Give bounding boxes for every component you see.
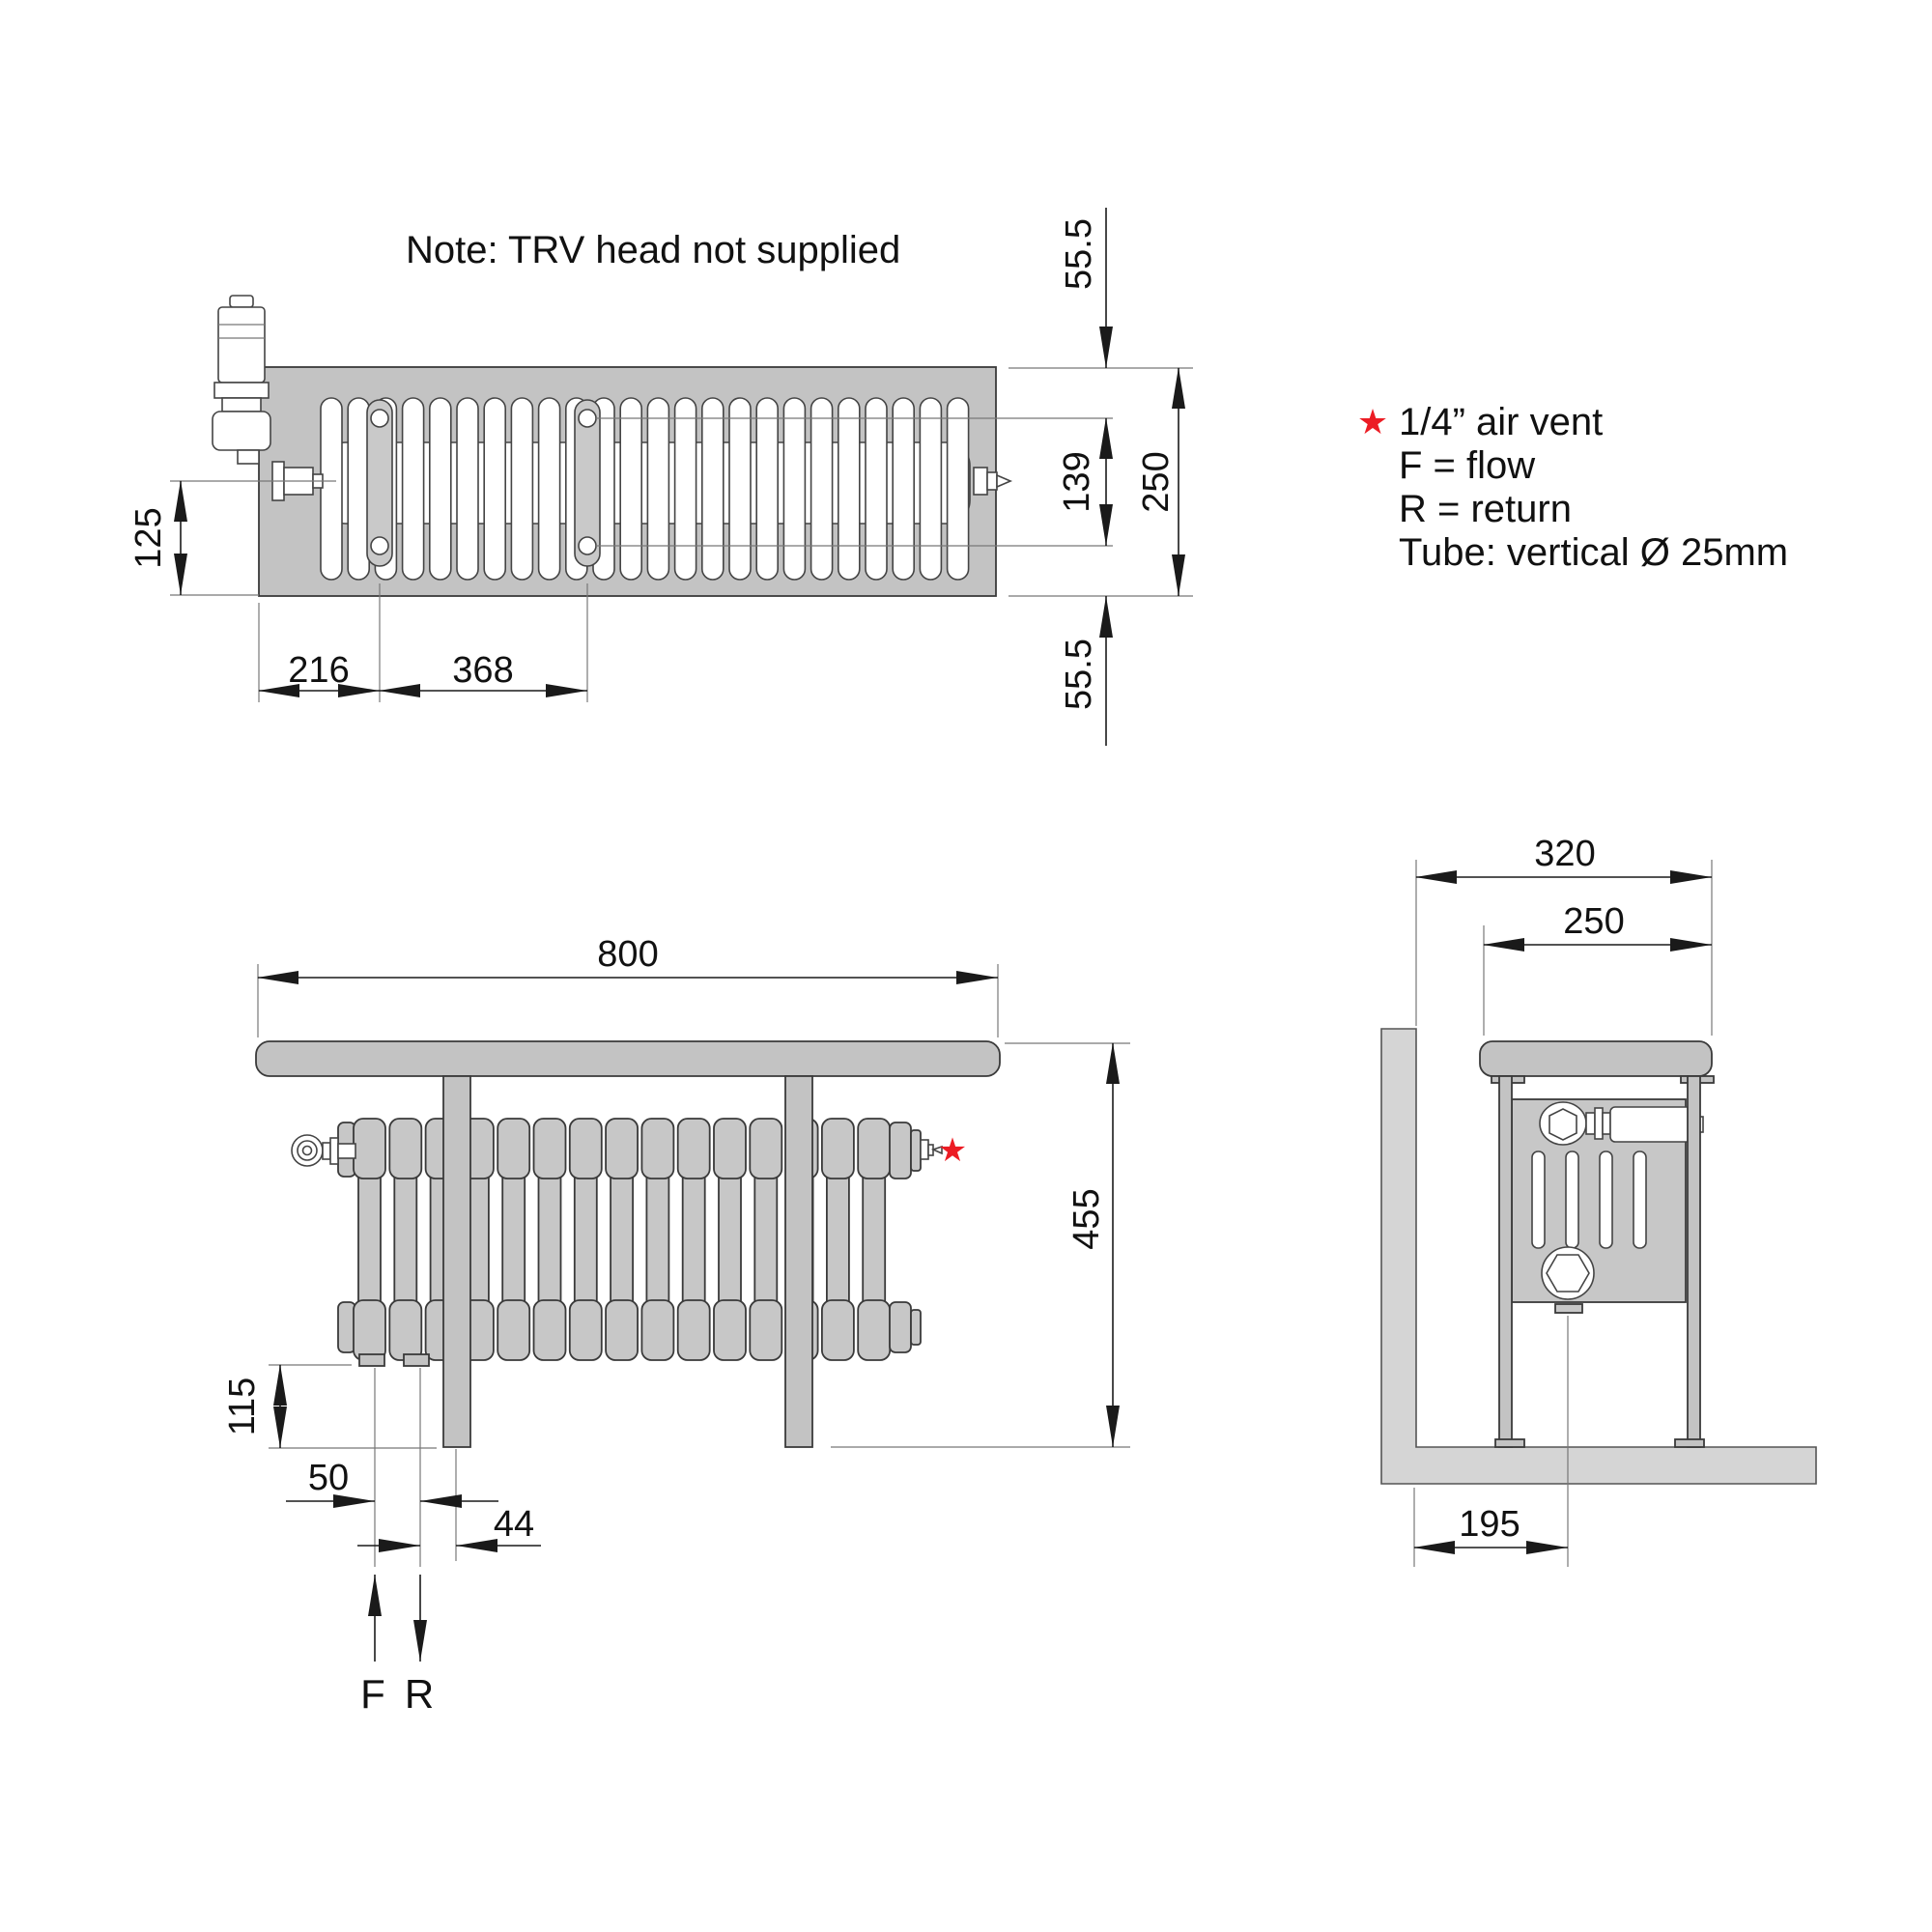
- plan-air-vent: [973, 467, 1013, 496]
- dim-plan-edge-to-hole-bottom: 55.5: [1059, 639, 1099, 710]
- front-flow-tapping: [358, 1353, 385, 1367]
- legend-air-vent: 1/4” air vent: [1399, 401, 1603, 443]
- plan-trv-valve: [212, 295, 324, 501]
- dim-plan-hole-spacing: 139: [1057, 451, 1097, 512]
- side-view: 320 250: [1380, 834, 1817, 1567]
- dim-side-depth: 320: [1534, 834, 1595, 874]
- dim-front-pipe-spacing: 50: [308, 1458, 349, 1498]
- front-leg-right: [784, 1075, 813, 1448]
- legend-return: R = return: [1399, 488, 1572, 530]
- dim-front-pipe-drop: 115: [222, 1378, 263, 1436]
- front-bench-top: [255, 1040, 1001, 1077]
- dim-front-pipe-to-leg: 44: [494, 1504, 534, 1545]
- side-foot-left: [1494, 1438, 1525, 1448]
- dim-side-wall-to-drain: 195: [1459, 1504, 1520, 1545]
- side-trv-valve: [1539, 1101, 1704, 1146]
- legend-flow: F = flow: [1399, 444, 1535, 487]
- side-leg-left: [1498, 1075, 1513, 1448]
- front-view: 800: [222, 934, 1130, 1717]
- legend: ★ 1/4” air vent F = flow R = return Tube…: [1357, 401, 1788, 574]
- side-leg-right: [1687, 1075, 1701, 1448]
- dim-plan-depth: 250: [1136, 451, 1177, 512]
- air-vent-star-icon: ★: [1357, 402, 1388, 441]
- dim-front-height: 455: [1066, 1188, 1107, 1249]
- dim-plan-pipe-offset: 125: [128, 507, 169, 568]
- front-air-vent-star-icon: ★: [938, 1132, 967, 1169]
- label-return: R: [405, 1671, 434, 1717]
- plan-view: 125 216 368 55.5 139 55.5 250: [128, 208, 1193, 746]
- front-air-vent: [920, 1139, 943, 1160]
- side-foot-right: [1674, 1438, 1705, 1448]
- front-radiator: [291, 1118, 943, 1367]
- front-trv-valve: [291, 1134, 356, 1167]
- front-leg-left: [442, 1075, 471, 1448]
- plan-bracket-right: [574, 399, 601, 567]
- side-hex-plug: [1541, 1246, 1595, 1300]
- note-text: Note: TRV head not supplied: [406, 229, 900, 271]
- legend-tube: Tube: vertical Ø 25mm: [1399, 531, 1788, 574]
- front-return-tapping: [403, 1353, 430, 1367]
- dim-front-width: 800: [597, 934, 658, 975]
- wall-and-floor: [1380, 1028, 1817, 1485]
- side-radiator: [1511, 1098, 1704, 1314]
- dim-plan-edge-to-hole-top: 55.5: [1059, 218, 1099, 290]
- side-bench-top: [1479, 1040, 1713, 1077]
- label-flow: F: [360, 1671, 385, 1717]
- side-drain-tab: [1554, 1303, 1583, 1314]
- plan-bracket-left: [366, 399, 393, 567]
- dim-side-seat-depth: 250: [1563, 901, 1624, 942]
- dim-plan-bracket-spacing: 368: [452, 650, 513, 691]
- dim-plan-end-to-bracket: 216: [288, 650, 349, 691]
